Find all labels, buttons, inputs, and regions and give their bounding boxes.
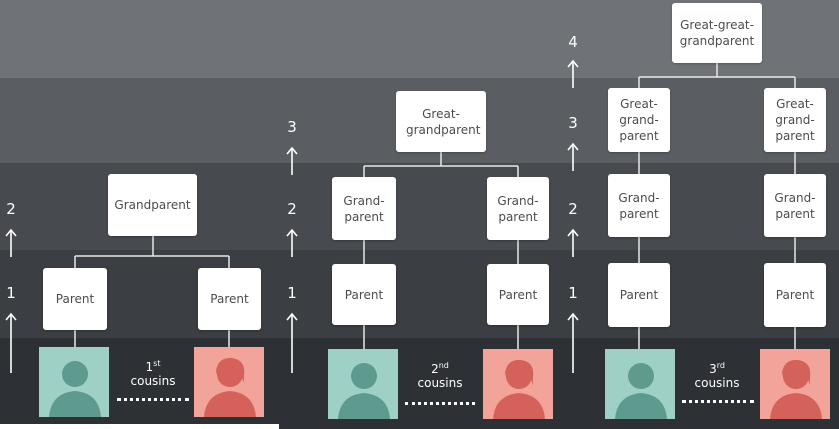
great-great-grandparent-label: Great-great-grandparent <box>679 18 755 48</box>
parent-box: Parent <box>332 264 396 325</box>
grandparent-box: Grand-parent <box>608 174 670 237</box>
level-number: 2 <box>568 200 578 218</box>
up-arrow-icon <box>563 59 583 89</box>
level-number: 1 <box>6 284 16 302</box>
level-number: 4 <box>568 33 578 51</box>
grandparent-box: Grand-parent <box>332 177 396 240</box>
person-silhouette-icon <box>328 349 398 419</box>
level-number: 2 <box>6 200 16 218</box>
up-arrow-icon <box>563 142 583 172</box>
cousin-text: cousins <box>694 376 740 390</box>
up-arrow-icon <box>282 312 302 374</box>
cousin-label: 1st cousins <box>124 357 182 388</box>
cousin-suffix: nd <box>438 361 449 370</box>
cousin-dotted-line <box>117 398 189 401</box>
up-arrow-icon <box>282 228 302 258</box>
cousin-label: 2nd cousins <box>411 359 469 390</box>
grandparent-label: Grand-parent <box>497 193 539 224</box>
great-great-grandparent-box: Great-great-grandparent <box>672 3 762 63</box>
grandparent-label: Grand-parent <box>343 193 385 224</box>
great-grandparent-label: Great-grandparent <box>406 106 481 137</box>
grandparent-box: Grand-parent <box>487 177 549 240</box>
grandparent-label: Grand-parent <box>774 190 816 221</box>
cousin-ordinal: 3 <box>709 362 717 376</box>
cousin-suffix: st <box>153 359 161 368</box>
cousin-text: cousins <box>130 374 176 388</box>
level-number: 1 <box>287 284 297 302</box>
person-silhouette-icon <box>760 349 830 419</box>
level-number: 2 <box>287 200 297 218</box>
cousin-ordinal: 2 <box>431 362 439 376</box>
level-number: 3 <box>568 114 578 132</box>
person-silhouette-icon <box>483 349 553 419</box>
cousin-suffix: rd <box>716 361 725 370</box>
level-number: 1 <box>568 284 578 302</box>
cousin-dotted-line <box>682 400 754 403</box>
cousin-label: 3rd cousins <box>688 359 746 390</box>
parent-box: Parent <box>43 268 107 330</box>
person-silhouette-icon <box>605 349 675 419</box>
great-grandparent-box: Great-grandparent <box>396 91 486 152</box>
person-silhouette-icon <box>39 347 109 417</box>
up-arrow-icon <box>563 228 583 258</box>
great-grandparent-box: Great-grand-parent <box>764 88 826 152</box>
grandparent-box: Grand-parent <box>764 174 826 237</box>
parent-box: Parent <box>764 263 826 327</box>
up-arrow-icon <box>563 312 583 374</box>
great-grandparent-box: Great-grand-parent <box>608 88 670 152</box>
person-silhouette-icon <box>194 347 264 417</box>
level-band-1 <box>0 250 839 338</box>
cousin-text: cousins <box>417 376 463 390</box>
up-arrow-icon <box>1 228 21 258</box>
great-grandparent-label: Great-grand-parent <box>775 97 815 143</box>
cousin-dotted-line <box>405 402 475 405</box>
grandparent-label: Grand-parent <box>618 190 660 221</box>
bottom-strip <box>0 424 279 429</box>
parent-box: Parent <box>198 268 261 330</box>
cousin-ordinal: 1 <box>145 360 154 374</box>
parent-box: Parent <box>608 263 670 327</box>
great-grandparent-label: Great-grand-parent <box>619 97 659 143</box>
parent-box: Parent <box>487 264 549 325</box>
level-number: 3 <box>287 118 297 136</box>
up-arrow-icon <box>1 312 21 374</box>
up-arrow-icon <box>282 146 302 176</box>
level-band-0 <box>0 338 839 429</box>
grandparent-box: Grandparent <box>108 174 197 236</box>
